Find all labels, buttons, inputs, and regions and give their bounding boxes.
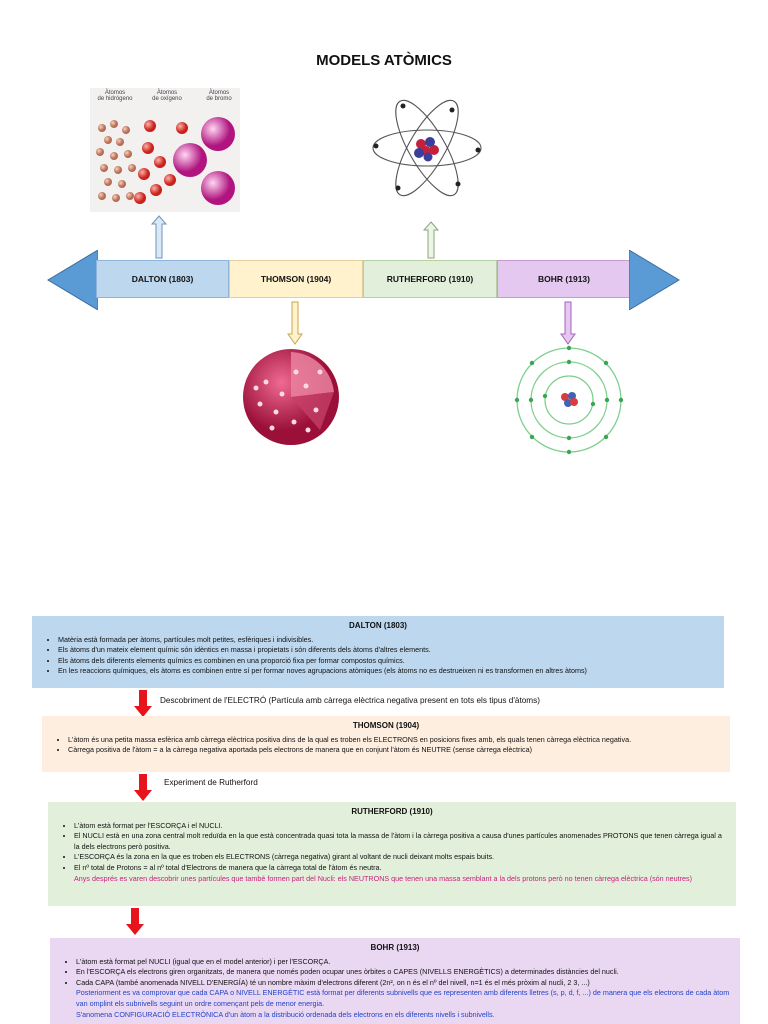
- bohr-atom-icon: [514, 345, 624, 455]
- dalton-spheres-icon: [96, 117, 235, 205]
- thomson-down-arrow-icon: [287, 301, 303, 345]
- rutherford-item: El nº total de Protons = al nº total d'E…: [74, 863, 728, 874]
- dalton-up-arrow-icon: [150, 215, 168, 259]
- red-down-arrow-icon: [126, 908, 144, 935]
- thomson-item: L'àtom és una petita massa esfèrica amb …: [68, 735, 722, 746]
- bohr-item: L'àtom està format pel NUCLI (igual que …: [76, 957, 732, 968]
- rutherford-item: L'ESCORÇA és la zona en la que es troben…: [74, 852, 728, 863]
- section-dalton: DALTON (1803) Matèria està formada per à…: [32, 616, 724, 688]
- dalton-item: Matèria està formada per àtoms, partícul…: [58, 635, 716, 646]
- dalton-item: Els àtoms d'un mateix element químic són…: [58, 645, 716, 656]
- dalton-label-hydrogen: Àtomos de hidrógeno: [97, 90, 133, 102]
- section-dalton-title: DALTON (1803): [349, 621, 407, 630]
- page-title: MODELS ATÒMICS: [316, 52, 452, 69]
- timeline-rutherford: RUTHERFORD (1910): [363, 260, 497, 298]
- bohr-note-configuration: S'anomena CONFIGURACIÓ ELECTRÒNICA d'un …: [76, 1009, 495, 1019]
- dalton-item: Els àtoms dels diferents elements químic…: [58, 656, 716, 667]
- bohr-down-arrow-icon: [560, 301, 576, 345]
- timeline-right-arrow-icon: [629, 250, 680, 310]
- thomson-atom-icon: [243, 349, 339, 445]
- red-down-arrow-icon: [134, 690, 152, 717]
- section-thomson-title: THOMSON (1904): [352, 721, 420, 730]
- rutherford-item: L'àtom està format per l'ESCORÇA i el NU…: [74, 821, 728, 832]
- rutherford-atom-icon: [372, 99, 482, 197]
- dalton-label-oxygen: Àtomos de oxígeno: [152, 90, 182, 102]
- timeline-left-arrow-icon: [47, 250, 98, 310]
- bohr-note: Posteriorment es va comprovar que cada C…: [76, 988, 730, 1008]
- timeline-dalton: DALTON (1803): [96, 260, 229, 298]
- rutherford-note: Anys després es varen descobrir unes par…: [74, 873, 693, 883]
- bohr-item: En l'ESCORÇA els electrons giren organit…: [76, 967, 732, 978]
- dalton-label-bromine: Àtomos de bromo: [206, 90, 232, 102]
- dalton-item: En les reaccions químiques, els àtoms es…: [58, 666, 716, 677]
- rutherford-up-arrow-icon: [422, 221, 440, 259]
- bohr-item: Cada CAPA (també anomenada NIVELL D'ENER…: [76, 978, 732, 989]
- section-rutherford: RUTHERFORD (1910) L'àtom està format per…: [48, 802, 736, 906]
- timeline-thomson: THOMSON (1904): [229, 260, 363, 298]
- section-rutherford-title: RUTHERFORD (1910): [351, 807, 433, 816]
- section-bohr: BOHR (1913) L'àtom està format pel NUCLI…: [50, 938, 740, 1024]
- section-bohr-title: BOHR (1913): [370, 943, 420, 952]
- dalton-atoms-image: Àtomos de hidrógeno Àtomos de oxígeno Àt…: [90, 88, 240, 212]
- timeline-bohr: BOHR (1913): [497, 260, 631, 298]
- rutherford-item: El NUCLI està en una zona central molt r…: [74, 831, 728, 852]
- thomson-item: Càrrega positiva de l'àtom = a la càrreg…: [68, 745, 722, 756]
- transition-rutherford-experiment: Experiment de Rutherford: [164, 778, 258, 787]
- section-thomson: THOMSON (1904) L'àtom és una petita mass…: [42, 716, 730, 772]
- red-down-arrow-icon: [134, 774, 152, 801]
- transition-electron: Descobriment de l'ELECTRÓ (Partícula amb…: [160, 696, 540, 705]
